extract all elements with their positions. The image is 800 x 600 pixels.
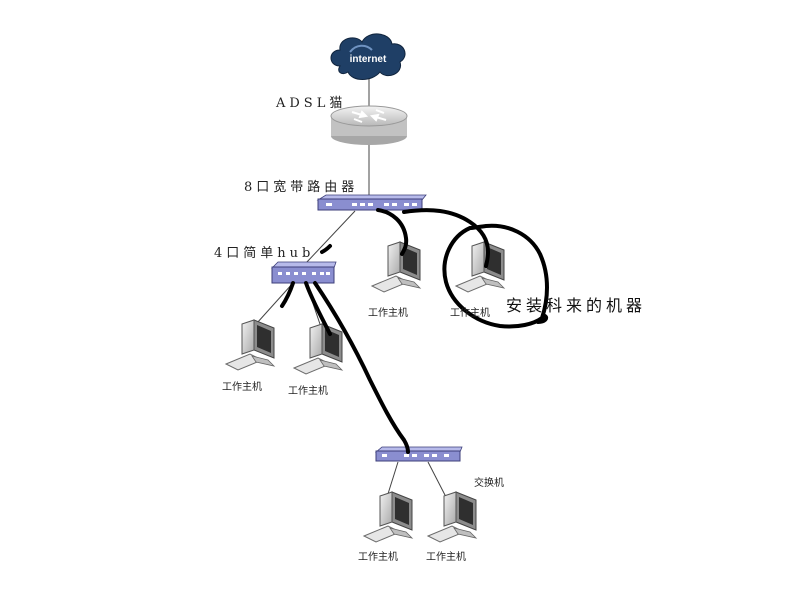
- adsl-modem-icon: [330, 105, 408, 145]
- workstation-label: 工作主机: [358, 552, 398, 563]
- workstation-hub-1-icon: [225, 319, 275, 371]
- workstation-switch-1-icon: [363, 491, 413, 543]
- hub-icon: [271, 261, 337, 284]
- workstation-router-1-icon: [371, 241, 421, 293]
- workstation-label: 工作主机: [222, 382, 262, 393]
- broadband-router-icon: [316, 194, 427, 211]
- workstation-hub-2-icon: [293, 323, 343, 375]
- workstation-router-2-icon: [455, 241, 505, 293]
- annotation-label: 安装科来的机器: [506, 296, 647, 315]
- hand-drawn-annotation: [280, 208, 549, 454]
- workstation-label: 工作主机: [426, 552, 466, 563]
- workstation-switch-2-icon: [427, 491, 477, 543]
- router-label: 8口宽带路由器: [244, 180, 359, 195]
- workstation-label: 工作主机: [450, 308, 490, 319]
- switch-icon: [374, 446, 463, 462]
- switch-label: 交换机: [474, 478, 504, 489]
- internet-cloud-icon: internet: [330, 33, 406, 80]
- internet-label: internet: [350, 54, 387, 65]
- workstation-label: 工作主机: [288, 386, 328, 397]
- hub-label: 4口简单hub: [214, 246, 315, 261]
- workstation-label: 工作主机: [368, 308, 408, 319]
- adsl-modem-label: ADSL猫: [276, 96, 347, 111]
